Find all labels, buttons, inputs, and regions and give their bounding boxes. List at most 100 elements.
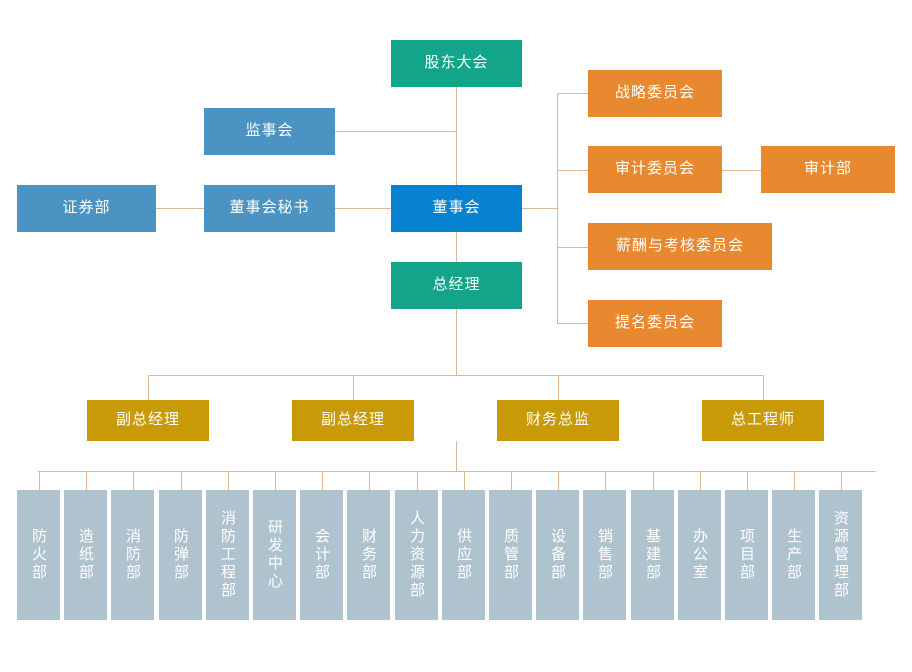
node-label: 审计部 — [803, 160, 852, 178]
node-department[interactable]: 造纸部 — [64, 490, 107, 620]
node-department[interactable]: 防弹部 — [159, 490, 202, 620]
node-label: 审计委员会 — [614, 160, 695, 178]
node-department[interactable]: 生产部 — [772, 490, 815, 620]
node-label: 总经理 — [432, 276, 481, 294]
node-label: 副总经理 — [115, 411, 180, 429]
connector-executive-bus-to-department-bus — [456, 441, 457, 471]
connector-department-stub-16 — [747, 471, 748, 490]
node-label: 薪酬与考核委员会 — [615, 237, 744, 255]
connector-department-stub-18 — [841, 471, 842, 490]
node-shareholders-meeting[interactable]: 股东大会 — [391, 40, 522, 87]
connector-department-stub-17 — [794, 471, 795, 490]
connector-board-to-general-manager — [456, 231, 457, 264]
connector-department-stub-8 — [369, 471, 370, 490]
node-label: 战略委员会 — [614, 84, 695, 102]
connector-department-stub-3 — [133, 471, 134, 490]
connector-department-bus — [38, 471, 876, 472]
node-general-manager[interactable]: 总经理 — [391, 262, 522, 309]
node-department[interactable]: 供应部 — [442, 490, 485, 620]
node-label: 造纸部 — [77, 528, 94, 582]
connector-committee-stub-remuneration — [557, 247, 588, 248]
connector-executive-stub-2 — [353, 375, 354, 400]
connector-executive-stub-4 — [763, 375, 764, 400]
connector-department-stub-7 — [322, 471, 323, 490]
node-label: 办公室 — [691, 528, 708, 582]
node-label: 提名委员会 — [614, 314, 695, 332]
node-nomination-committee[interactable]: 提名委员会 — [588, 300, 722, 347]
node-deputy-general-manager-1[interactable]: 副总经理 — [87, 400, 209, 441]
node-department[interactable]: 财务部 — [347, 490, 390, 620]
connector-board-to-committee-bus — [521, 208, 558, 209]
node-remuneration-committee[interactable]: 薪酬与考核委员会 — [588, 223, 772, 270]
node-label: 财务部 — [360, 528, 377, 582]
node-label: 基建部 — [644, 528, 661, 582]
node-label: 副总经理 — [320, 411, 385, 429]
node-department[interactable]: 设备部 — [536, 490, 579, 620]
connector-committee-stub-strategy — [557, 93, 588, 94]
connector-committee-stub-audit — [557, 170, 588, 171]
node-label: 总工程师 — [730, 411, 795, 429]
node-label: 防火部 — [30, 528, 47, 582]
node-label: 供应部 — [455, 528, 472, 582]
node-label: 研发中心 — [266, 519, 283, 591]
node-audit-committee[interactable]: 审计委员会 — [588, 146, 722, 193]
node-label: 董事会秘书 — [229, 199, 310, 217]
node-label: 消防工程部 — [219, 510, 236, 600]
node-chief-engineer[interactable]: 总工程师 — [702, 400, 824, 441]
node-label: 项目部 — [738, 528, 755, 582]
connector-secretary-to-board — [335, 208, 391, 209]
node-board-of-directors[interactable]: 董事会 — [391, 185, 522, 232]
connector-committee-stub-nomination — [557, 323, 588, 324]
connector-supervisory-to-trunk — [335, 131, 457, 132]
node-department[interactable]: 消防部 — [111, 490, 154, 620]
node-label: 质管部 — [502, 528, 519, 582]
node-department[interactable]: 资源管理部 — [819, 490, 862, 620]
connector-shareholders-to-board — [456, 87, 457, 208]
node-label: 设备部 — [549, 528, 566, 582]
node-label: 消防部 — [124, 528, 141, 582]
node-department[interactable]: 消防工程部 — [206, 490, 249, 620]
connector-executive-stub-1 — [148, 375, 149, 400]
node-label: 防弹部 — [172, 528, 189, 582]
node-securities-department[interactable]: 证券部 — [17, 185, 156, 232]
node-department[interactable]: 基建部 — [631, 490, 674, 620]
connector-committee-bus — [557, 93, 558, 324]
node-supervisory-board[interactable]: 监事会 — [204, 108, 335, 155]
node-department[interactable]: 防火部 — [17, 490, 60, 620]
connector-department-stub-5 — [228, 471, 229, 490]
connector-executive-stub-3 — [558, 375, 559, 400]
node-board-secretary[interactable]: 董事会秘书 — [204, 185, 335, 232]
node-deputy-general-manager-2[interactable]: 副总经理 — [292, 400, 414, 441]
node-audit-department[interactable]: 审计部 — [761, 146, 895, 193]
node-label: 生产部 — [785, 528, 802, 582]
connector-department-stub-14 — [653, 471, 654, 490]
node-label: 证券部 — [62, 199, 111, 217]
node-label: 人力资源部 — [408, 510, 425, 600]
node-label: 股东大会 — [424, 54, 489, 72]
connector-audit-committee-to-audit-dept — [722, 170, 761, 171]
node-department[interactable]: 项目部 — [725, 490, 768, 620]
node-label: 资源管理部 — [832, 510, 849, 600]
node-label: 监事会 — [245, 122, 294, 140]
connector-department-stub-12 — [558, 471, 559, 490]
node-department[interactable]: 会计部 — [300, 490, 343, 620]
connector-department-stub-15 — [700, 471, 701, 490]
node-department[interactable]: 人力资源部 — [395, 490, 438, 620]
connector-securities-to-secretary — [156, 208, 204, 209]
connector-department-stub-9 — [417, 471, 418, 490]
node-strategy-committee[interactable]: 战略委员会 — [588, 70, 722, 117]
node-cfo[interactable]: 财务总监 — [497, 400, 619, 441]
node-department[interactable]: 办公室 — [678, 490, 721, 620]
connector-department-stub-4 — [181, 471, 182, 490]
node-department[interactable]: 研发中心 — [253, 490, 296, 620]
connector-department-stub-11 — [511, 471, 512, 490]
node-label: 董事会 — [432, 199, 481, 217]
connector-department-stub-6 — [275, 471, 276, 490]
node-department[interactable]: 质管部 — [489, 490, 532, 620]
connector-department-stub-1 — [39, 471, 40, 490]
node-label: 销售部 — [596, 528, 613, 582]
connector-department-stub-10 — [464, 471, 465, 490]
node-department[interactable]: 销售部 — [583, 490, 626, 620]
connector-department-stub-2 — [86, 471, 87, 490]
